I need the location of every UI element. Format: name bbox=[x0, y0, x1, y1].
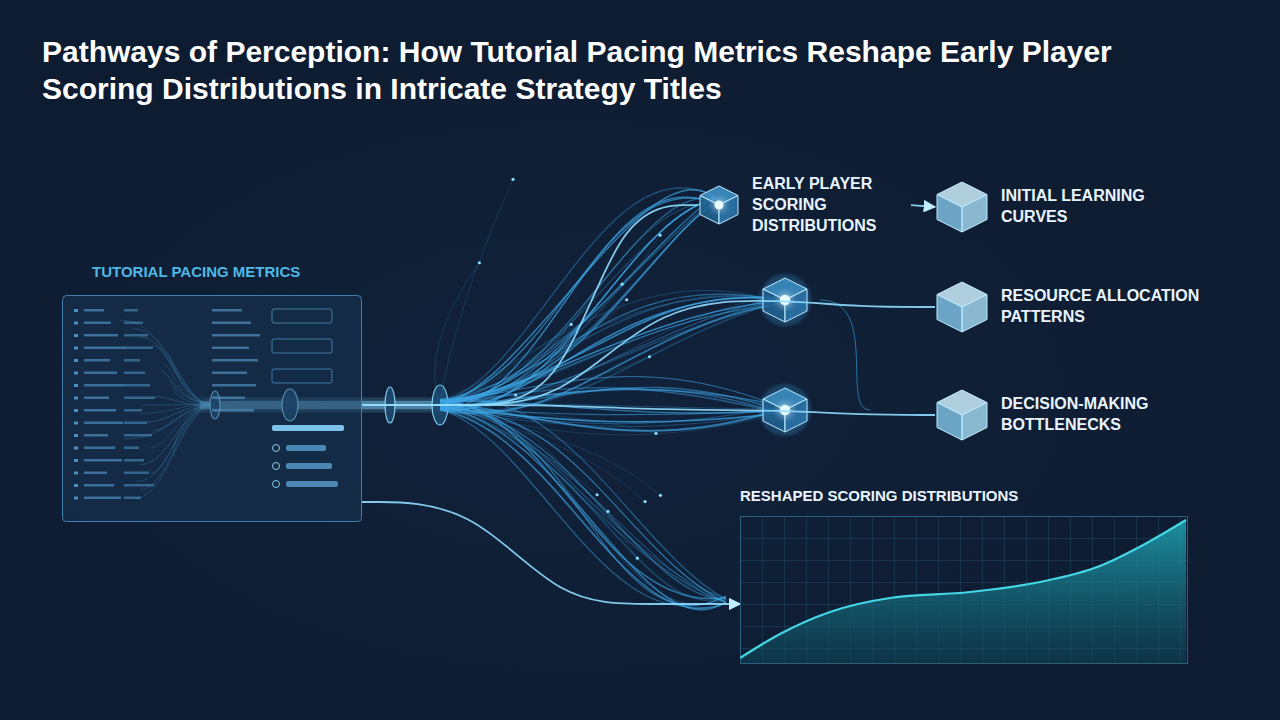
flow-line bbox=[440, 284, 622, 405]
flow-line bbox=[440, 401, 726, 598]
flow-line bbox=[440, 301, 781, 411]
flow-line bbox=[440, 235, 660, 405]
flow-dot bbox=[658, 234, 661, 237]
flow-connector bbox=[362, 301, 935, 405]
flow-line bbox=[440, 405, 660, 495]
area-chart bbox=[740, 516, 1188, 664]
flow-line bbox=[440, 405, 608, 511]
flow-line bbox=[440, 409, 726, 606]
panel-heading: TUTORIAL PACING METRICS bbox=[92, 262, 362, 282]
panel-illustration bbox=[62, 295, 362, 522]
flow-line bbox=[440, 401, 726, 606]
cube-icon bbox=[935, 180, 989, 234]
node-label: INITIAL LEARNING CURVES bbox=[1001, 186, 1201, 228]
flow-line bbox=[440, 201, 714, 400]
flow-line bbox=[440, 188, 714, 402]
flow-dot bbox=[648, 355, 651, 358]
flow-line bbox=[440, 407, 726, 601]
flow-line bbox=[440, 324, 571, 405]
flow-connector bbox=[911, 205, 935, 207]
flow-line bbox=[440, 198, 714, 402]
flow-dot bbox=[625, 298, 628, 301]
node-label: RESOURCE ALLOCATION PATTERNS bbox=[1001, 286, 1231, 328]
flow-line bbox=[440, 410, 726, 609]
flow-line bbox=[440, 405, 637, 558]
outcome-node: RESOURCE ALLOCATION PATTERNS bbox=[935, 276, 1235, 338]
flow-line bbox=[440, 408, 726, 602]
cube-icon bbox=[698, 184, 740, 226]
cube-icon bbox=[935, 388, 989, 442]
flow-line bbox=[440, 408, 726, 602]
flow-line bbox=[440, 290, 781, 400]
flow-line bbox=[440, 198, 714, 402]
flow-line bbox=[820, 300, 870, 410]
node-label: EARLY PLAYER SCORING DISTRIBUTIONS bbox=[752, 174, 907, 236]
flow-line bbox=[440, 303, 781, 413]
flow-line bbox=[440, 405, 656, 433]
outcome-node: INITIAL LEARNING CURVES bbox=[935, 176, 1205, 238]
flow-line bbox=[440, 405, 597, 495]
flow-line bbox=[440, 402, 726, 605]
chart-node: RESHAPED SCORING DISTRIBUTIONS bbox=[740, 486, 1188, 664]
flow-dot bbox=[511, 178, 514, 181]
node-label: DECISION-MAKING BOTTLENECKS bbox=[1001, 394, 1201, 436]
flow-dot bbox=[570, 323, 573, 326]
flow-line bbox=[440, 204, 714, 400]
flow-line bbox=[440, 179, 513, 405]
flow-connector bbox=[362, 405, 935, 415]
flow-dot bbox=[514, 393, 517, 396]
flow-line bbox=[440, 295, 781, 399]
flow-dot bbox=[636, 557, 639, 560]
cube-icon bbox=[935, 280, 989, 334]
flow-dot bbox=[654, 432, 657, 435]
flow-line bbox=[440, 190, 714, 405]
flow-line bbox=[440, 203, 714, 401]
flow-dot bbox=[606, 510, 609, 513]
flow-dot bbox=[643, 500, 646, 503]
flow-dot bbox=[595, 493, 598, 496]
flow-dot bbox=[659, 494, 662, 497]
flow-line bbox=[440, 408, 726, 600]
chart-title: RESHAPED SCORING DISTRIBUTIONS bbox=[740, 486, 1188, 506]
flow-line bbox=[435, 263, 480, 405]
flow-connector bbox=[362, 205, 698, 405]
outcome-node: DECISION-MAKING BOTTLENECKS bbox=[935, 384, 1205, 446]
title: Pathways of Perception: How Tutorial Pac… bbox=[42, 34, 1142, 107]
flow-line bbox=[440, 404, 726, 599]
metrics-panel: TUTORIAL PACING METRICS bbox=[62, 262, 362, 522]
flow-line bbox=[440, 406, 726, 602]
flow-connector bbox=[362, 502, 740, 604]
flow-line bbox=[440, 406, 726, 610]
flow-line bbox=[440, 199, 714, 404]
flow-line bbox=[440, 405, 645, 502]
output-node: EARLY PLAYER SCORING DISTRIBUTIONS bbox=[698, 170, 911, 240]
flow-dot bbox=[620, 283, 623, 286]
